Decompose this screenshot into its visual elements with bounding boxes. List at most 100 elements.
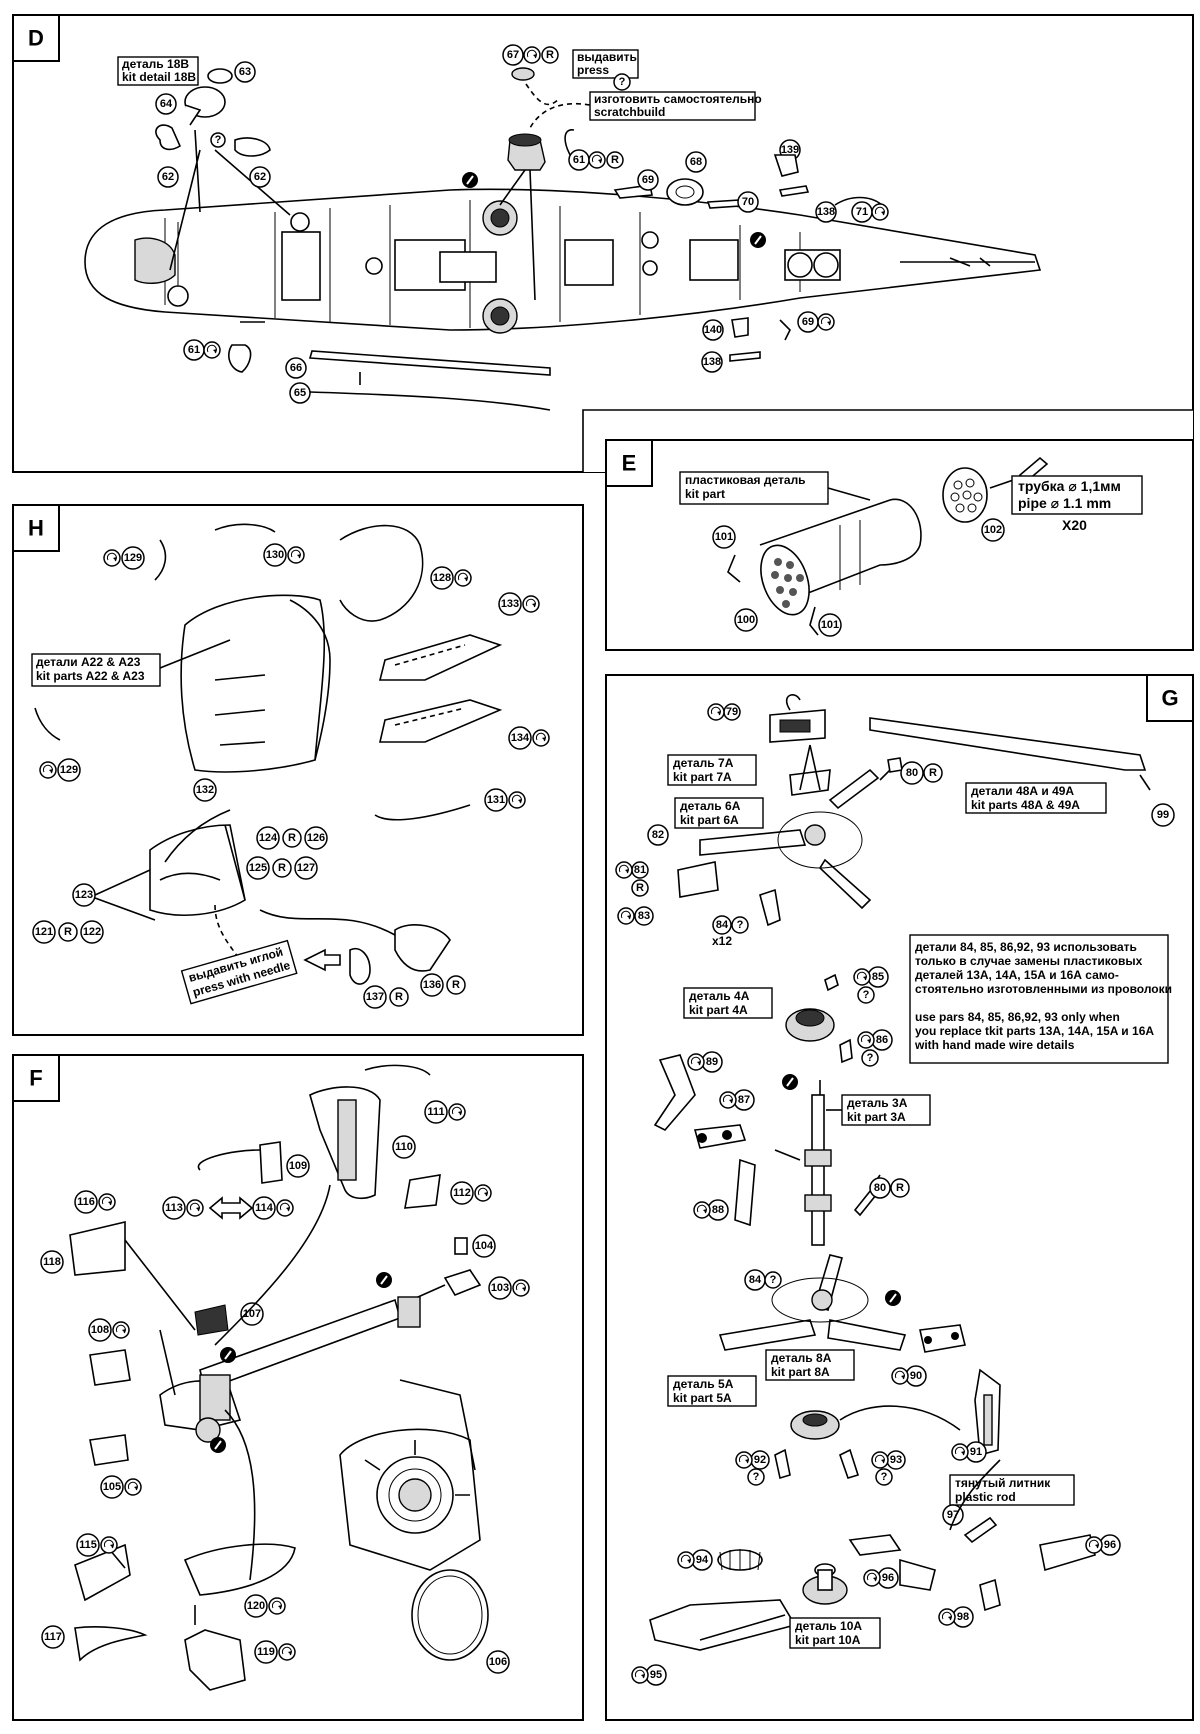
note-ru-1: детали 84, 85, 86,92, 93 использовать <box>915 940 1137 954</box>
parts-62-64: деталь 18В kit detail 18B ? 63 64 62 62 <box>117 56 291 271</box>
callout-84b: 84 <box>749 1274 762 1286</box>
panel-h-letter: H <box>28 516 44 541</box>
callout-80a: 80 <box>906 767 918 779</box>
mark-q-85: ? <box>863 989 870 1001</box>
callout-140: 140 <box>704 324 722 336</box>
callout-96b: 96 <box>1104 1539 1116 1551</box>
callout-132: 132 <box>196 784 214 796</box>
note-ru-3: деталей 13А, 14А, 15А и 16А само- <box>915 968 1119 982</box>
callout-63: 63 <box>239 66 251 78</box>
rotor-blade <box>869 717 1147 771</box>
mark-r-136: R <box>452 979 460 991</box>
callout-92: 92 <box>754 1454 766 1466</box>
mark-r-67: R <box>546 49 554 61</box>
label-g-5a-ru: деталь 5А <box>673 1377 734 1391</box>
label-h-a22-ru: детали А22 & А23 <box>36 655 141 669</box>
label-g-rod-ru: тянутый литник <box>955 1476 1051 1490</box>
mark-q-84b: ? <box>770 1274 777 1286</box>
panel-d-letter-box <box>12 14 60 62</box>
label-e-pipe-en: pipe ⌀ 1.1 mm <box>1018 495 1111 511</box>
callout-69b: 69 <box>802 316 814 328</box>
callout-134: 134 <box>511 732 530 744</box>
mark-q-67: ? <box>619 76 626 88</box>
label-g-8a-en: kit part 8A <box>771 1365 830 1379</box>
callout-114: 114 <box>255 1202 274 1214</box>
label-g-x12: x12 <box>712 934 732 948</box>
callout-97: 97 <box>947 1509 959 1521</box>
label-18b-ru: деталь 18В <box>122 57 189 71</box>
callout-85: 85 <box>872 971 884 983</box>
label-scratch-en: scratchbuild <box>594 105 665 119</box>
callout-101b: 101 <box>821 619 839 631</box>
callout-139: 139 <box>781 144 799 156</box>
label-h-a22-en: kit parts A22 & A23 <box>36 669 145 683</box>
callout-96a: 96 <box>882 1572 894 1584</box>
label-g-5a-en: kit part 5A <box>673 1391 732 1405</box>
mark-q-86: ? <box>867 1052 874 1064</box>
panel-g-letter: G <box>1161 686 1178 711</box>
callout-103: 103 <box>491 1282 509 1294</box>
callout-105: 105 <box>103 1481 121 1493</box>
panel-d: D <box>12 14 1194 473</box>
callout-130: 130 <box>266 549 284 561</box>
label-e-x20: X20 <box>1062 517 1087 533</box>
mark-r-121: R <box>64 926 72 938</box>
callout-138b: 138 <box>703 356 721 368</box>
callout-98: 98 <box>957 1611 969 1623</box>
callout-120: 120 <box>247 1600 265 1612</box>
panel-f-letter: F <box>29 1066 42 1091</box>
panel-f-letter-box <box>12 1054 60 1102</box>
callout-137: 137 <box>366 991 384 1003</box>
callout-71: 71 <box>856 206 868 218</box>
callout-123: 123 <box>75 889 93 901</box>
callout-113: 113 <box>165 1202 183 1214</box>
callout-109: 109 <box>289 1160 307 1172</box>
panel-f: F 111 110 109 116 113 114 112 118 104 <box>12 1054 584 1721</box>
callout-110: 110 <box>395 1141 413 1153</box>
callout-93: 93 <box>890 1454 902 1466</box>
label-g-7a-ru: деталь 7А <box>673 756 734 770</box>
callout-112: 112 <box>453 1187 471 1199</box>
parts-67: 67 R выдавить press ? изготовить самосто… <box>499 44 762 301</box>
mark-q-92: ? <box>753 1471 760 1483</box>
mark-r-61: R <box>611 154 619 166</box>
callout-94: 94 <box>696 1554 709 1566</box>
callout-101a: 101 <box>715 531 733 543</box>
callout-83: 83 <box>638 910 650 922</box>
callout-86: 86 <box>876 1034 888 1046</box>
note-en-1: use pars 84, 85, 86,92, 93 only when <box>915 1010 1120 1024</box>
parts-68-140: 69 68 70 139 138 71 140 138 <box>613 139 889 373</box>
main-shaft <box>811 1094 825 1246</box>
mark-r-137: R <box>395 991 403 1003</box>
parts-61-66: 61 66 65 <box>183 339 551 411</box>
label-g-4a-ru: деталь 4А <box>689 989 750 1003</box>
mark-r-124: R <box>288 832 296 844</box>
callout-67: 67 <box>507 49 519 61</box>
note-en-2: you replace tkit parts 13A, 14A, 15A и 1… <box>915 1024 1154 1038</box>
note-en-3: with hand made wire details <box>914 1038 1075 1052</box>
callout-82: 82 <box>652 829 664 841</box>
mark-r-80b: R <box>896 1182 904 1194</box>
mark-q-93: ? <box>881 1471 888 1483</box>
label-18b-en: kit detail 18B <box>122 70 196 84</box>
panel-g: G 79 детали 48А и 49А kit parts 48A & 49… <box>605 674 1194 1721</box>
callout-111: 111 <box>427 1106 444 1118</box>
label-g-6a-en: kit part 6A <box>680 813 739 827</box>
label-g-8a-ru: деталь 8А <box>771 1351 832 1365</box>
callout-81: 81 <box>634 864 646 876</box>
callout-89: 89 <box>706 1056 718 1068</box>
panel-h-frame <box>12 504 584 1036</box>
callout-61b: 61 <box>188 344 200 356</box>
mark-q-d1: ? <box>215 134 222 146</box>
callout-62b: 62 <box>254 171 266 183</box>
callout-129a: 129 <box>124 552 142 564</box>
fuselage-drawing <box>84 188 1042 334</box>
callout-100: 100 <box>737 614 755 626</box>
mark-r-80a: R <box>929 767 937 779</box>
label-g-48a-ru: детали 48А и 49А <box>971 784 1074 798</box>
callout-121: 121 <box>35 926 53 938</box>
callout-124: 124 <box>259 832 278 844</box>
callout-79: 79 <box>726 706 738 718</box>
panel-h-letter-box <box>12 504 60 552</box>
